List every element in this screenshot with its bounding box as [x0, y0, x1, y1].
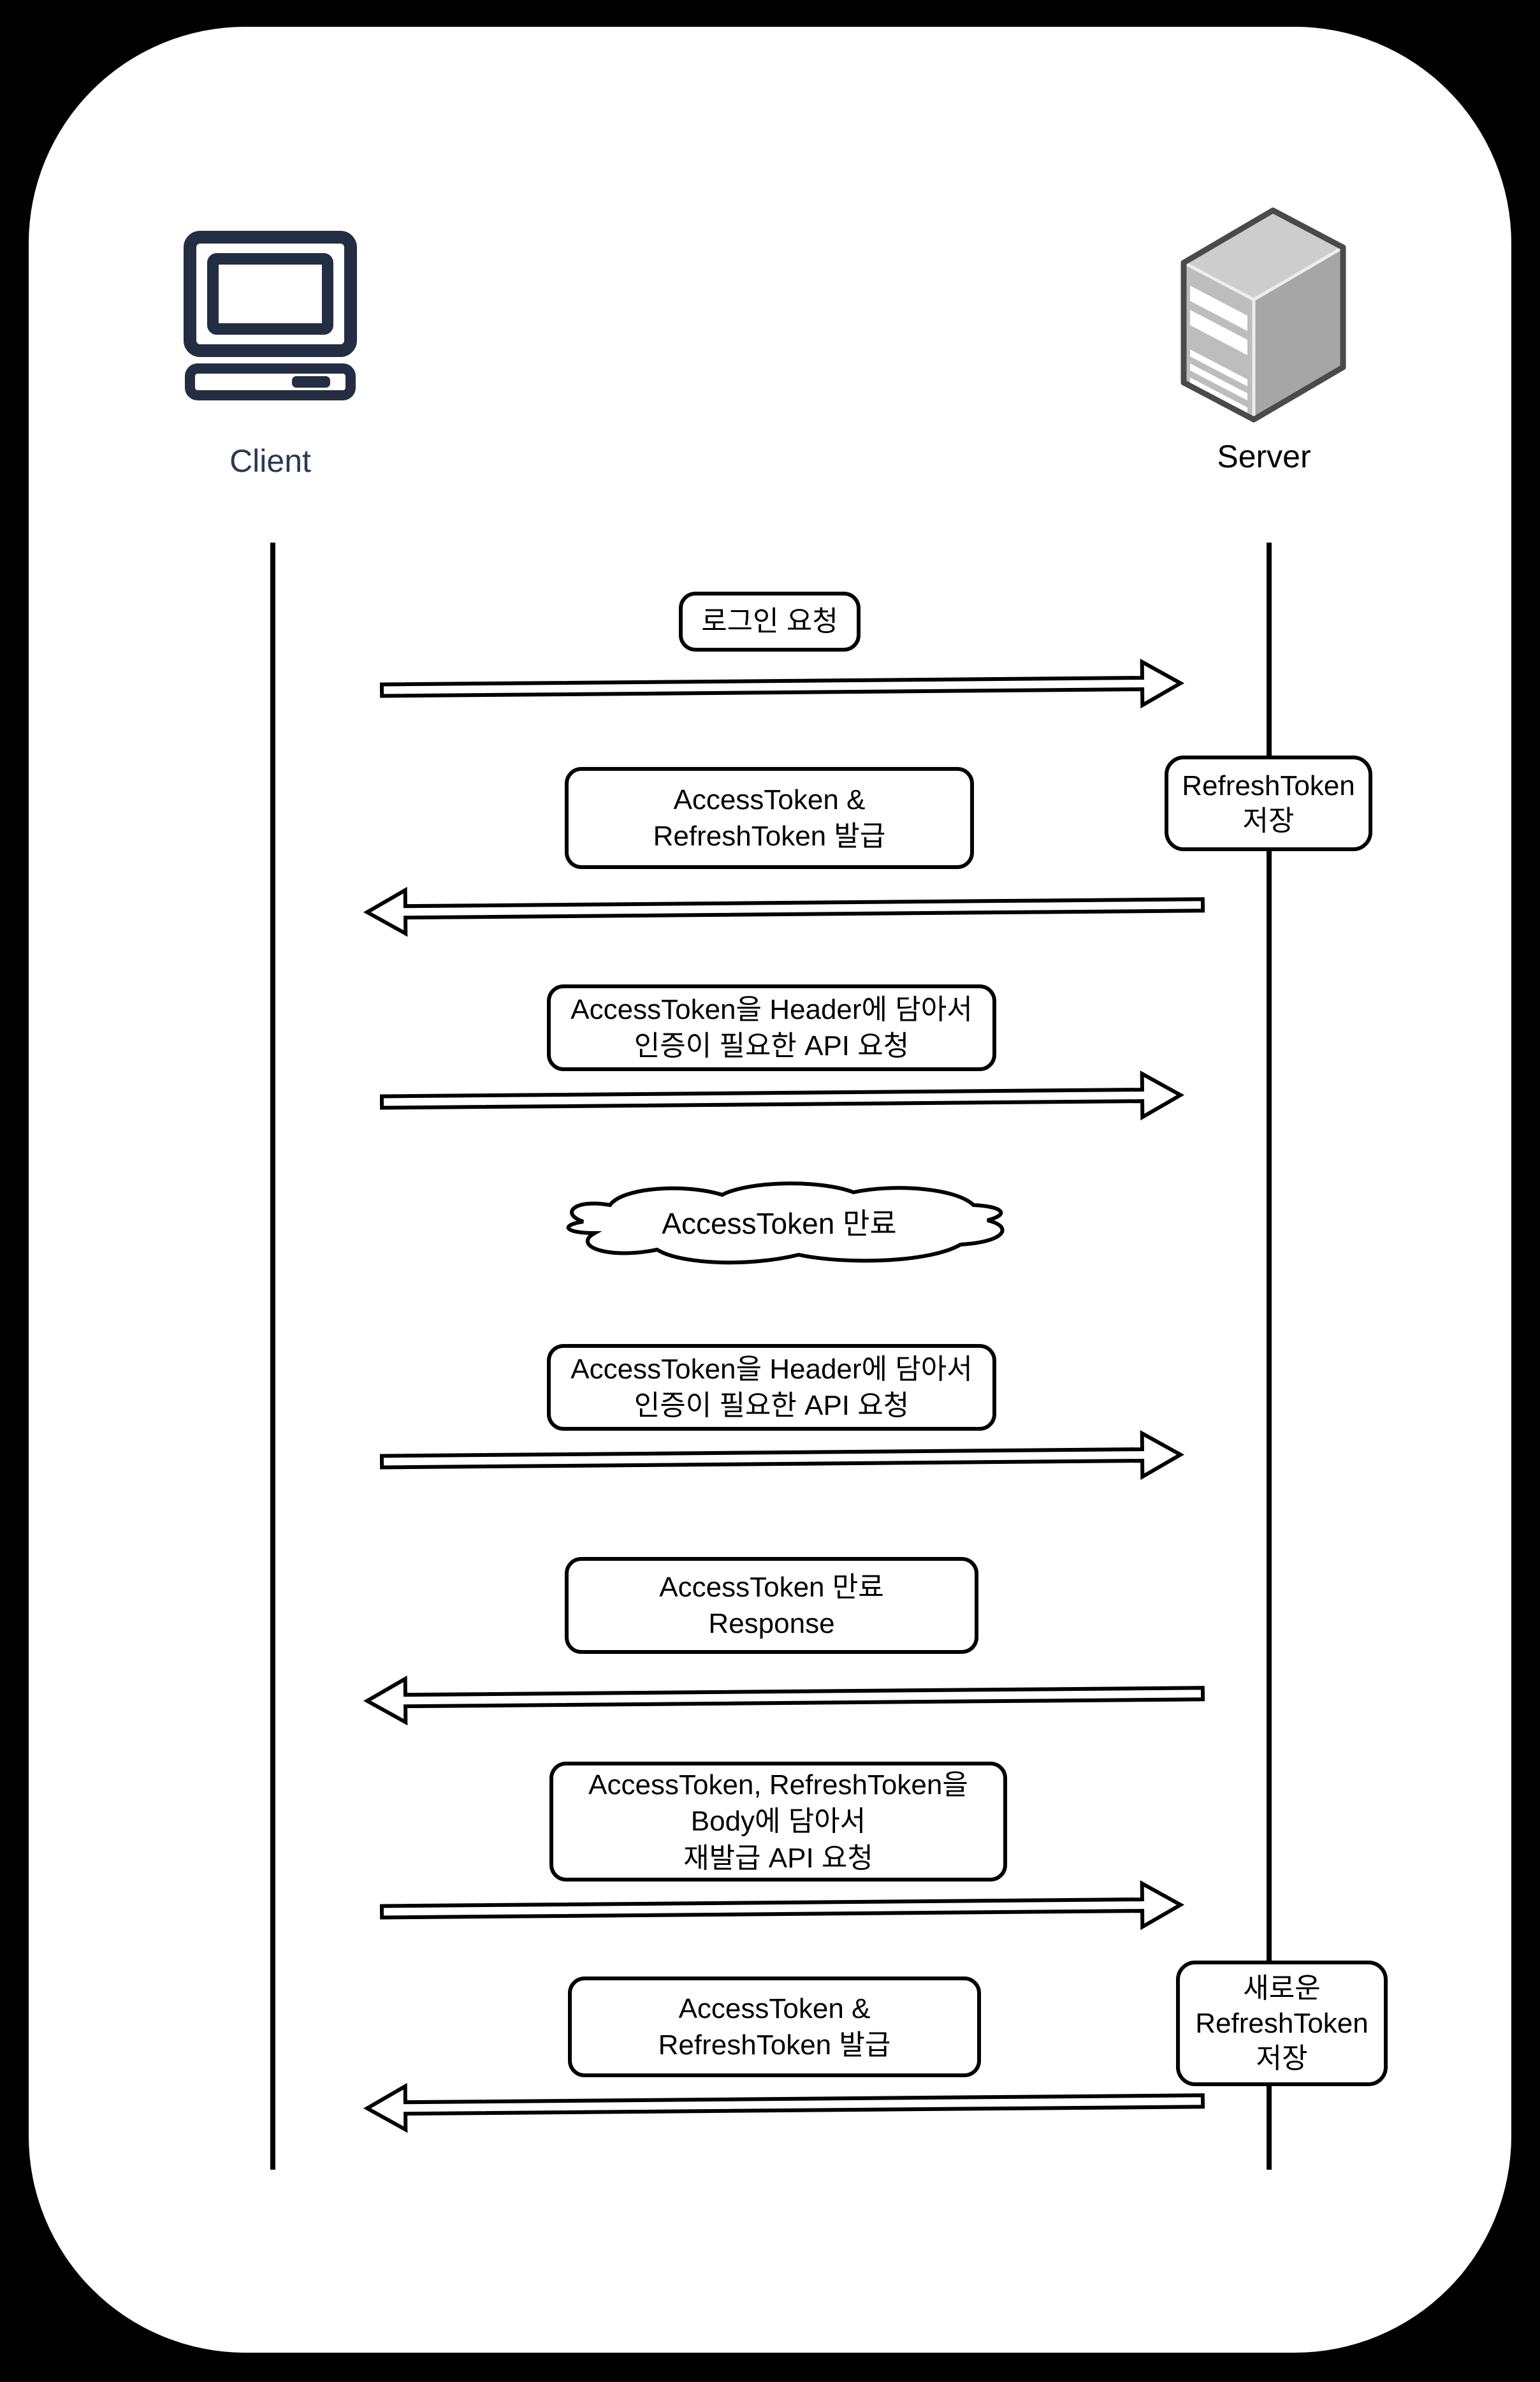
diagram-canvas: Client Server 로그인 요청	[29, 27, 1511, 2353]
arrow-token-issue-left	[363, 879, 1205, 938]
token-expired-cloud: AccessToken 만료	[544, 1178, 1015, 1265]
refresh-store-note: RefreshToken 저장	[1165, 756, 1372, 851]
server-label: Server	[1217, 439, 1311, 474]
arrow-api-request-2-right	[379, 1429, 1185, 1487]
server-icon	[1177, 204, 1349, 424]
arrow-expired-response-left	[363, 1668, 1205, 1727]
token-issue-box: AccessToken & RefreshToken 발급	[565, 767, 974, 869]
token-expired-cloud-label: AccessToken 만료	[662, 1207, 897, 1240]
api-request-box-2: AccessToken을 Header에 담아서 인증이 필요한 API 요청	[547, 1344, 996, 1431]
arrow-token-reissue-left	[363, 2075, 1205, 2134]
client-computer-icon	[184, 231, 357, 402]
arrow-login-request-right	[379, 657, 1185, 715]
token-reissue-box: AccessToken & RefreshToken 발급	[568, 1976, 981, 2077]
login-request-box: 로그인 요청	[679, 592, 861, 652]
arrow-api-request-1-right	[379, 1069, 1185, 1127]
client-label: Client	[229, 443, 311, 479]
server-lifeline	[1267, 543, 1272, 2170]
arrow-reissue-request-right	[379, 1879, 1185, 1937]
reissue-request-box: AccessToken, RefreshToken을 Body에 담아서 재발급…	[549, 1762, 1007, 1881]
new-refresh-store-note: 새로운 RefreshToken 저장	[1176, 1961, 1388, 2086]
client-lifeline	[270, 543, 275, 2170]
expired-response-box: AccessToken 만료 Response	[565, 1557, 978, 1654]
api-request-box-1: AccessToken을 Header에 담아서 인증이 필요한 API 요청	[547, 984, 996, 1071]
